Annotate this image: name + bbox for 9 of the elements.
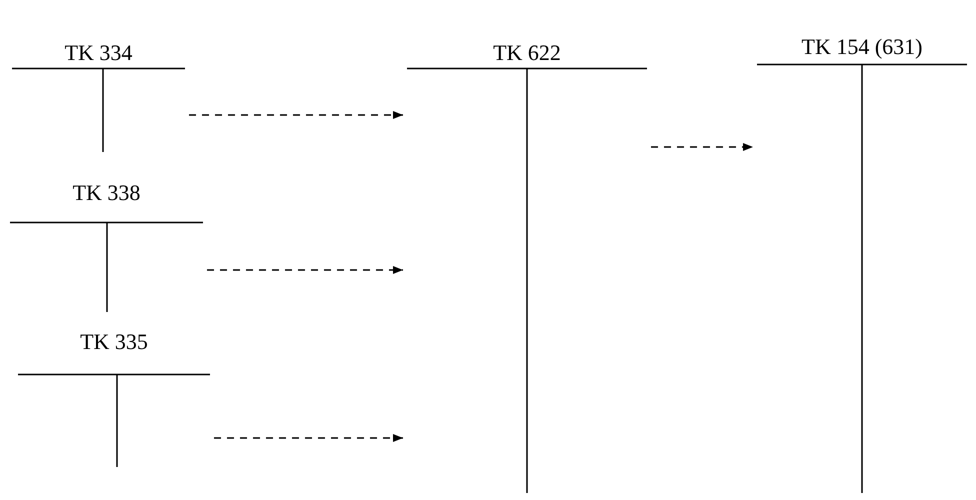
account-title: TK 154 (631) (800, 34, 924, 60)
account-title: TK 335 (79, 329, 149, 355)
dashed-arrow (207, 266, 403, 274)
account-title: TK 334 (64, 40, 134, 66)
account-title: TK 622 (492, 40, 562, 66)
dashed-arrow (651, 143, 753, 151)
account-title: TK 338 (72, 180, 142, 206)
dashed-arrow (214, 434, 403, 442)
dashed-arrow (189, 111, 403, 119)
